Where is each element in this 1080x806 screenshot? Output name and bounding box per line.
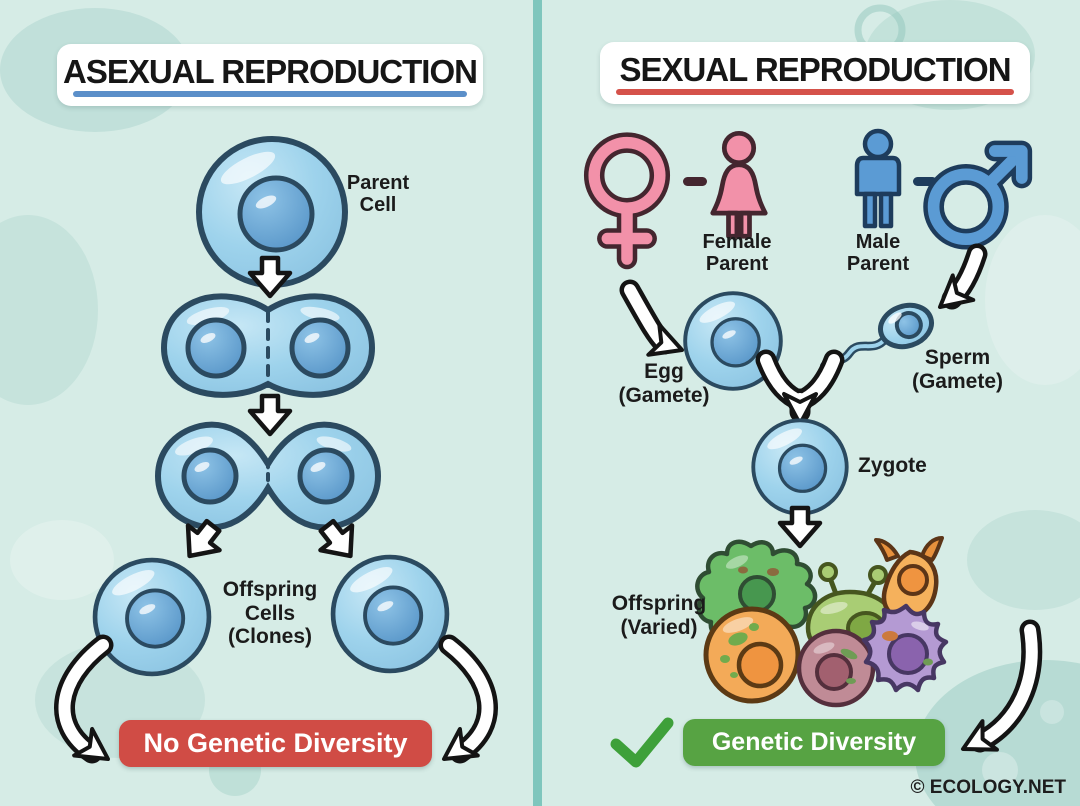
curved-arrow-male-to-sperm-icon (927, 243, 988, 322)
sexual-title-underline (616, 89, 1014, 95)
egg-label: Egg (Gamete) (618, 360, 710, 407)
zygote-cell-illustration (751, 418, 849, 516)
orange-round-cell (703, 606, 801, 704)
panel-divider (533, 0, 542, 806)
genetic-diversity-badge: Genetic Diversity (683, 719, 945, 766)
curved-arrow-female-to-egg-icon (619, 279, 690, 368)
down-arrow-icon (780, 508, 820, 546)
sexual-panel-illustration (583, 128, 1043, 768)
sperm-cell-illustration (819, 302, 934, 371)
male-figure-icon (854, 128, 902, 229)
male-parent-label: Male Parent (846, 231, 910, 276)
curved-arrow-left-icon (54, 634, 119, 775)
merge-arrow-icon (755, 349, 845, 426)
zygote-label: Zygote (858, 454, 927, 477)
asexual-panel-illustration (54, 139, 498, 775)
curved-arrow-right-icon (433, 634, 498, 775)
copyright-credit: © ECOLOGY.NET (910, 777, 1066, 798)
dividing-cell-stage-1 (160, 293, 376, 398)
female-parent-label: Female Parent (702, 231, 772, 276)
sexual-title: SEXUAL REPRODUCTION (619, 51, 1011, 88)
asexual-title-underline (73, 91, 467, 97)
checkmark-icon (610, 717, 674, 768)
mauve-cell (796, 628, 876, 708)
female-symbol-icon (583, 132, 671, 270)
female-connector-dash (683, 177, 707, 186)
dividing-cell-stage-2 (154, 421, 382, 531)
purple-spiky-cell (861, 603, 949, 693)
down-arrow-icon (250, 396, 290, 434)
male-symbol-icon (923, 140, 1033, 250)
sexual-title-box: SEXUAL REPRODUCTION (600, 42, 1030, 104)
no-genetic-diversity-badge: No Genetic Diversity (119, 720, 432, 767)
offspring-varied-label: Offspring (Varied) (611, 592, 707, 639)
offspring-clones-label: Offspring Cells (Clones) (222, 578, 318, 649)
asexual-title-box: ASEXUAL REPRODUCTION (57, 44, 483, 106)
offspring-cell-right (333, 557, 447, 671)
parent-cell-label: Parent Cell (346, 172, 410, 217)
asexual-title: ASEXUAL REPRODUCTION (63, 53, 478, 90)
offspring-cell-left (95, 560, 209, 674)
offspring-varied-cells (695, 536, 949, 708)
curved-arrow-to-green-badge-icon (953, 619, 1043, 766)
sperm-label: Sperm (Gamete) (911, 346, 1004, 393)
female-figure-icon (710, 130, 768, 239)
